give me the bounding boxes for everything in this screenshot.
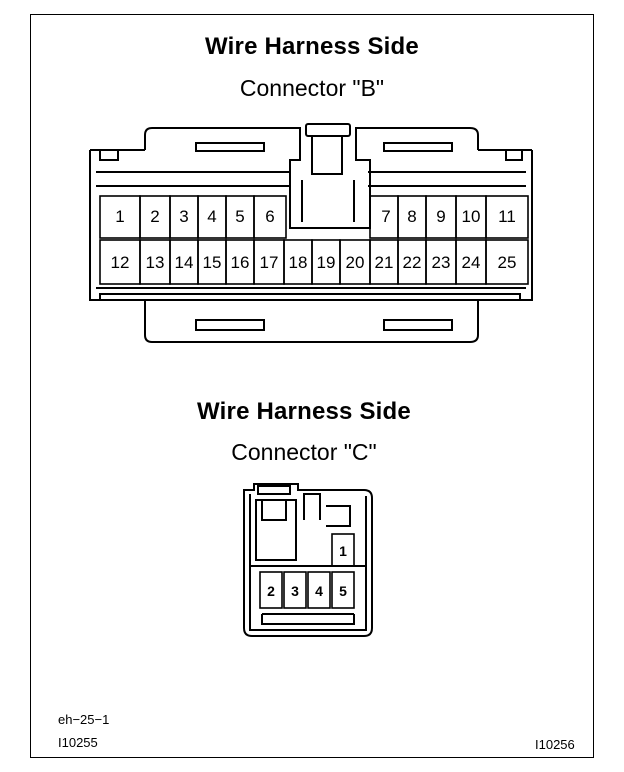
- pin-label: 7: [381, 207, 390, 226]
- pin-label: 9: [436, 207, 445, 226]
- connector-b-subtitle: Connector "B": [239, 75, 385, 101]
- pin-label: 22: [403, 253, 422, 272]
- pin-label: 8: [407, 207, 416, 226]
- figure-code-bottom-right: I10256: [535, 737, 575, 752]
- pin-label: 4: [315, 583, 323, 599]
- pin-label: 1: [339, 543, 347, 559]
- pin-label: 14: [175, 253, 194, 272]
- pin-label: 5: [339, 583, 347, 599]
- connector-b-row2-cells: [99, 239, 529, 285]
- pin-label: 3: [291, 583, 299, 599]
- pin-label: 2: [150, 207, 159, 226]
- figure-code-bottom-left: I10255: [58, 735, 98, 750]
- pin-label: 10: [462, 207, 481, 226]
- pin-label: 16: [231, 253, 250, 272]
- connector-c-housing: [243, 483, 373, 637]
- pin-label: 20: [346, 253, 365, 272]
- figure-frame: [30, 14, 594, 758]
- connector-c-cells: [259, 533, 355, 609]
- pin-label: 15: [203, 253, 222, 272]
- pin-label: 25: [498, 253, 517, 272]
- pin-label: 2: [267, 583, 275, 599]
- pin-label: 4: [207, 207, 216, 226]
- pin-label: 1: [115, 207, 124, 226]
- connector-b-row1-cells: [99, 195, 529, 239]
- pin-label: 5: [235, 207, 244, 226]
- connector-c-title: Wire Harness Side: [197, 398, 411, 425]
- pin-label: 21: [375, 253, 394, 272]
- connector-b-housing: [89, 123, 533, 343]
- pin-label: 23: [432, 253, 451, 272]
- connector-c-labels: 1 2 3 4 5: [267, 543, 347, 599]
- pin-label: 3: [179, 207, 188, 226]
- pin-label: 13: [146, 253, 165, 272]
- pin-label: 18: [289, 253, 308, 272]
- pin-label: 24: [462, 253, 481, 272]
- figure-code-top-left: eh−25−1: [58, 712, 110, 727]
- pin-label: 19: [317, 253, 336, 272]
- connector-c-subtitle: Connector "C": [231, 439, 377, 465]
- pin-label: 11: [498, 207, 516, 226]
- connector-b-row1-labels: 1 2 3 4 5 6 7 8 9 10 11: [115, 207, 516, 226]
- pin-label: 6: [265, 207, 274, 226]
- pin-label: 17: [260, 253, 279, 272]
- pin-label: 12: [111, 253, 130, 272]
- connector-b-title: Wire Harness Side: [205, 33, 419, 60]
- connector-b-row2-labels: 12 13 14 15 16 17 18 19 20 21 22 23 24 2…: [111, 253, 517, 272]
